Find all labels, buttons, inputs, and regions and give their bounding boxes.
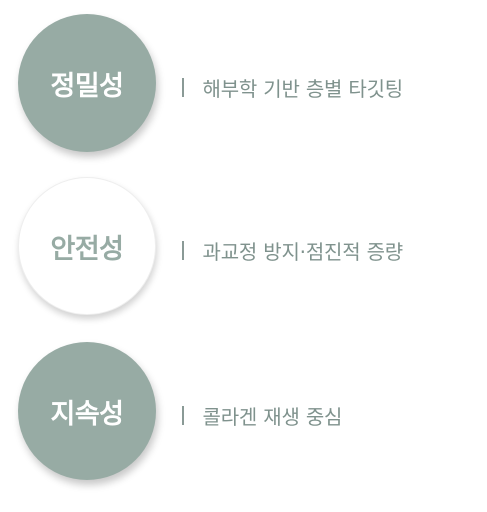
feature-badge-durability: 지속성: [18, 342, 156, 480]
feature-badge-precision: 정밀성: [18, 14, 156, 152]
feature-description-text: 콜라겐 재생 중심: [202, 404, 343, 429]
feature-title: 안전성: [50, 233, 124, 265]
feature-description: 과교정 방지·점진적 증량: [182, 235, 403, 265]
feature-title: 정밀성: [50, 70, 124, 102]
feature-row-precision: 정밀성 해부학 기반 층별 타깃팅: [0, 14, 487, 164]
feature-row-safety: 안전성 과교정 방지·점진적 증량: [0, 177, 487, 327]
feature-description-text: 해부학 기반 층별 타깃팅: [202, 76, 404, 101]
feature-row-durability: 지속성 콜라겐 재생 중심: [0, 342, 487, 492]
divider: [182, 405, 184, 425]
feature-title: 지속성: [50, 398, 124, 430]
feature-description-text: 과교정 방지·점진적 증량: [202, 239, 404, 264]
feature-description: 콜라겐 재생 중심: [182, 400, 342, 430]
divider: [182, 77, 184, 97]
divider: [182, 240, 184, 260]
feature-description: 해부학 기반 층별 타깃팅: [182, 72, 403, 102]
feature-badge-safety: 안전성: [18, 177, 156, 315]
